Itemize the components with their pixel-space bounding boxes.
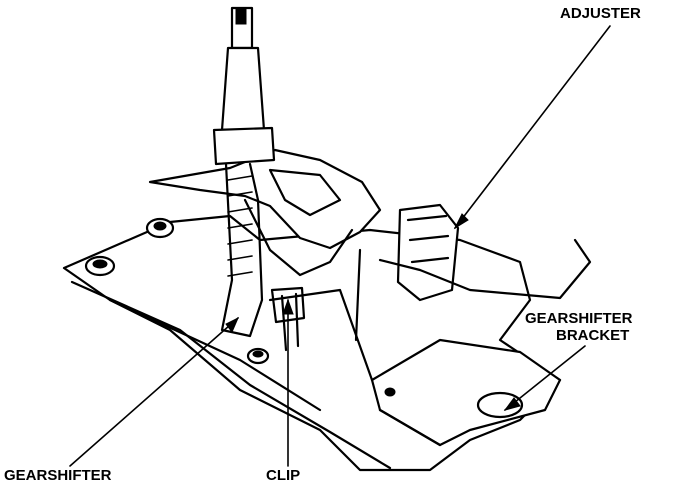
label-gearshifter-bracket-line2: BRACKET: [556, 327, 630, 344]
bracket-leader-arrowhead: [503, 397, 521, 411]
clip-leader-arrowhead: [282, 298, 294, 315]
gearshifter-leader-arrowhead: [225, 316, 239, 333]
bracket-leader-line: [504, 345, 586, 411]
leader-lines: [69, 25, 611, 467]
label-adjuster: ADJUSTER: [560, 5, 641, 22]
shifter-housing: [148, 148, 382, 277]
label-gearshifter: GEARSHIFTER: [4, 467, 112, 484]
shift-rod: [268, 248, 374, 382]
adjuster: [378, 203, 592, 302]
mounting-bolt-front: [246, 347, 270, 365]
adjuster-leader-line: [454, 25, 611, 229]
mounting-bolt-rear: [145, 217, 175, 239]
gearshifter-bracket: [370, 338, 562, 447]
label-clip: CLIP: [266, 467, 301, 484]
adjuster-leader-arrowhead: [453, 213, 469, 230]
gearshifter-lever: [212, 6, 276, 338]
base-plate: [62, 214, 562, 472]
mounting-bolt-left: [84, 255, 116, 277]
label-gearshifter-bracket-line1: GEARSHIFTER: [525, 310, 633, 327]
gearshifter-leader-line: [69, 317, 239, 467]
